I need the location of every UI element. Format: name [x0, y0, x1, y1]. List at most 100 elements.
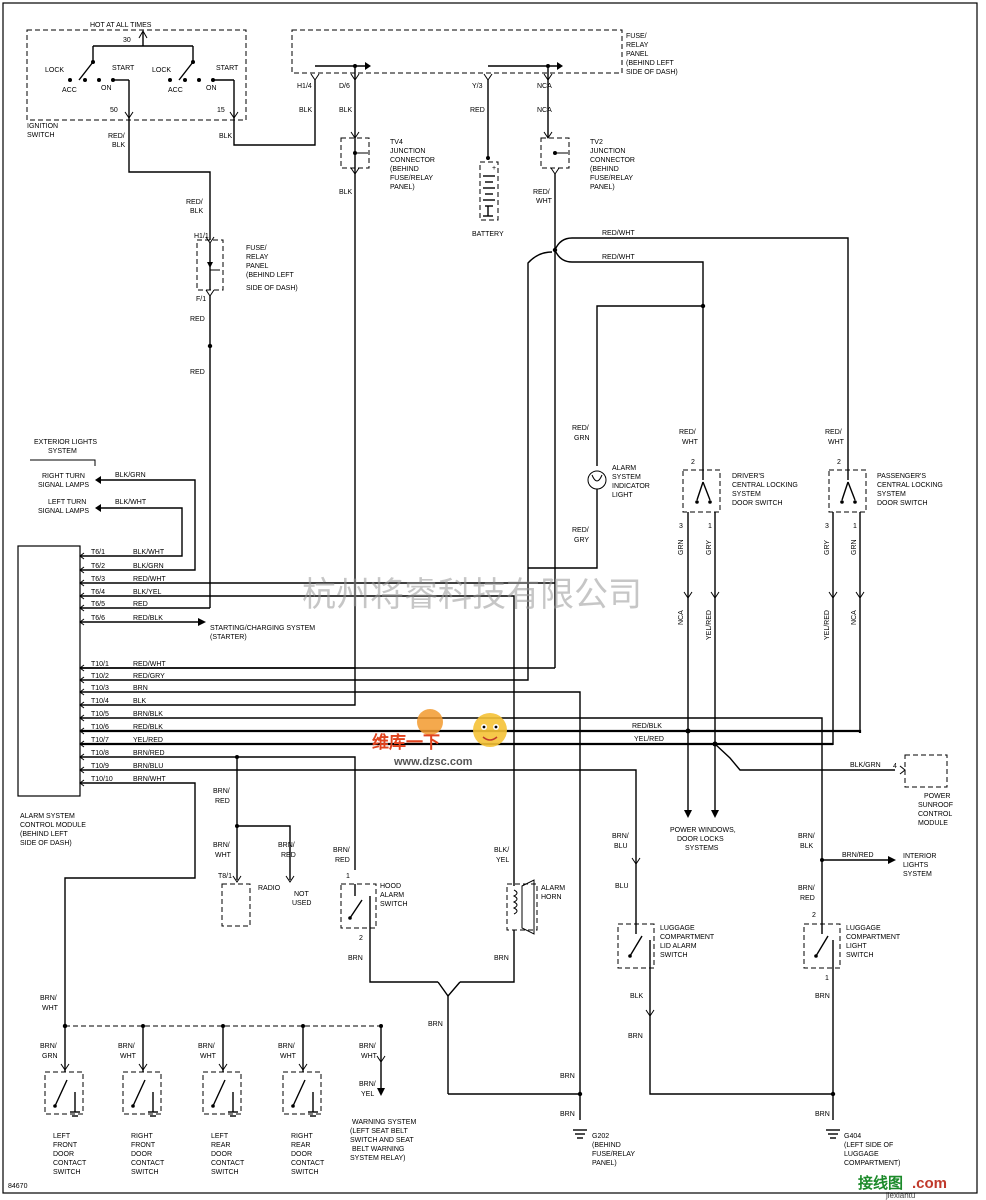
module-pin-wire-color: BRN/BLU [133, 763, 163, 770]
door-switch-label: RIGHT [291, 1133, 314, 1140]
svg-text:NOT: NOT [294, 891, 310, 898]
svg-text:SWITCH: SWITCH [380, 901, 408, 908]
svg-text:PANEL): PANEL) [590, 184, 615, 191]
svg-text:START: START [216, 65, 239, 72]
svg-text:GRY: GRY [824, 540, 831, 555]
svg-text:RED: RED [335, 857, 350, 864]
svg-text:YEL/RED: YEL/RED [634, 736, 664, 743]
svg-text:BLK/GRN: BLK/GRN [115, 472, 146, 479]
svg-text:1: 1 [708, 523, 712, 530]
svg-text:RIGHT TURN: RIGHT TURN [42, 473, 85, 480]
svg-text:1: 1 [346, 873, 350, 880]
svg-text:CENTRAL LOCKING: CENTRAL LOCKING [877, 482, 943, 489]
svg-text:.com: .com [912, 1175, 947, 1192]
svg-text:ON: ON [206, 85, 217, 92]
svg-text:LUGGAGE: LUGGAGE [844, 1151, 879, 1158]
svg-text:30: 30 [123, 37, 131, 44]
door-connector-mark [298, 1063, 308, 1071]
svg-text:RED/: RED/ [572, 425, 589, 432]
module-pin-label: T10/3 [91, 685, 109, 692]
door-switch-label: CONTACT [53, 1160, 87, 1167]
svg-text:FUSE/: FUSE/ [246, 245, 267, 252]
module-pin-wire-color: BRN [133, 685, 148, 692]
svg-text:BRN/: BRN/ [213, 842, 230, 849]
door-switch-label: LEFT [211, 1133, 229, 1140]
battery: RED + - BATTERY [470, 80, 504, 238]
svg-text:EXTERIOR LIGHTS: EXTERIOR LIGHTS [34, 439, 97, 446]
svg-text:LID ALARM: LID ALARM [660, 943, 697, 950]
svg-text:RADIO: RADIO [258, 885, 281, 892]
module-pin-arrow [79, 566, 85, 574]
svg-text:ON: ON [101, 85, 112, 92]
drivers-door-switch: RED/ WHT 2 3 1 DRIVER'S CENTRAL LOCKING … [678, 429, 798, 818]
svg-text:SYSTEMS: SYSTEMS [685, 845, 719, 852]
svg-text:2: 2 [691, 459, 695, 466]
door-contact-switch [122, 1071, 162, 1115]
svg-text:FUSE/RELAY: FUSE/RELAY [590, 175, 633, 182]
svg-text:SWITCH: SWITCH [846, 952, 874, 959]
svg-text:CONNECTOR: CONNECTOR [590, 157, 635, 164]
module-pin-arrow [79, 676, 85, 684]
svg-text:BRN: BRN [494, 955, 509, 962]
svg-text:POWER WINDOWS,: POWER WINDOWS, [670, 827, 736, 834]
svg-text:ALARM SYSTEM: ALARM SYSTEM [20, 813, 75, 820]
door-switch-label: CONTACT [131, 1160, 165, 1167]
passengers-door-switch: RED/ WHT 2 3 1 PASSENGER'S CENTRAL LOCKI… [824, 429, 943, 745]
svg-text:SWITCH AND SEAT: SWITCH AND SEAT [350, 1137, 414, 1144]
module-pin-arrow [79, 552, 85, 560]
svg-text:DOOR SWITCH: DOOR SWITCH [877, 500, 928, 507]
module-pin-wire-color: BLK/GRN [133, 563, 164, 570]
svg-text:YEL/RED: YEL/RED [824, 610, 831, 640]
door-switch-contact [291, 1104, 295, 1108]
svg-text:SIDE OF DASH): SIDE OF DASH) [246, 285, 298, 292]
svg-text:NCA: NCA [851, 610, 858, 625]
door-switch-label: DOOR [291, 1151, 312, 1158]
svg-text:RED: RED [190, 316, 205, 323]
svg-text:BLK: BLK [800, 843, 814, 850]
svg-text:T8/1: T8/1 [218, 873, 232, 880]
svg-text:LUGGAGE: LUGGAGE [660, 925, 695, 932]
door-switch-contact [211, 1104, 215, 1108]
svg-text:WARNING SYSTEM: WARNING SYSTEM [352, 1119, 416, 1126]
svg-text:RED: RED [470, 107, 485, 114]
exterior-lights-system: EXTERIOR LIGHTS SYSTEM RIGHT TURN SIGNAL… [30, 439, 196, 571]
module-pin-label: T10/2 [91, 673, 109, 680]
door-switch-label: REAR [291, 1142, 310, 1149]
svg-text:RED: RED [281, 852, 296, 859]
door-switch-label: DOOR [53, 1151, 74, 1158]
svg-text:RED/BLK: RED/BLK [632, 723, 662, 730]
svg-text:BRN/: BRN/ [40, 995, 57, 1002]
svg-text:SYSTEM: SYSTEM [612, 474, 641, 481]
svg-text:BRN/: BRN/ [213, 788, 230, 795]
tv2-junction-connector: NCA RED/ WHT TV2 JUNCTION CONNECTOR (BEH… [533, 66, 635, 205]
module-pin-label: T10/8 [91, 750, 109, 757]
svg-text:LIGHT: LIGHT [846, 943, 867, 950]
svg-text:RED/WHT: RED/WHT [602, 254, 635, 261]
svg-text:ALARM: ALARM [612, 465, 636, 472]
svg-text:BLU: BLU [615, 883, 629, 890]
svg-text:GRN: GRN [851, 539, 858, 555]
svg-text:BRN: BRN [560, 1111, 575, 1118]
svg-text:DRIVER'S: DRIVER'S [732, 473, 765, 480]
module-pin-wire-color: BRN/WHT [133, 776, 166, 783]
door-switch-blade [132, 1079, 146, 1107]
door-contact-switch [202, 1071, 242, 1115]
svg-text:3: 3 [825, 523, 829, 530]
door-wire-label: WHT [200, 1053, 217, 1060]
svg-text:NCA: NCA [678, 610, 685, 625]
svg-text:(BEHIND: (BEHIND [590, 166, 619, 173]
module-pin-label: T10/9 [91, 763, 109, 770]
svg-text:BLK/GRN: BLK/GRN [850, 762, 881, 769]
svg-text:SWITCH: SWITCH [27, 132, 55, 139]
module-pin-wire-color: RED/GRY [133, 673, 165, 680]
svg-text:DOOR LOCKS: DOOR LOCKS [677, 836, 724, 843]
svg-text:(BEHIND: (BEHIND [592, 1142, 621, 1149]
module-pin-wire-color: BLK/WHT [133, 549, 165, 556]
ground-g202: BRN BRN G202 (BEHIND FUSE/RELAY PANEL) [560, 1073, 635, 1167]
svg-text:BRN/: BRN/ [359, 1081, 376, 1088]
door-contact-switches: BRN/ WHT BRN/GRNLEFTFRONTDOORCONTACTSWIT… [40, 995, 416, 1176]
svg-text:BRN: BRN [815, 1111, 830, 1118]
watermark-text: 杭州将睿科技有限公司 [302, 575, 642, 615]
svg-text:YEL/RED: YEL/RED [706, 610, 713, 640]
